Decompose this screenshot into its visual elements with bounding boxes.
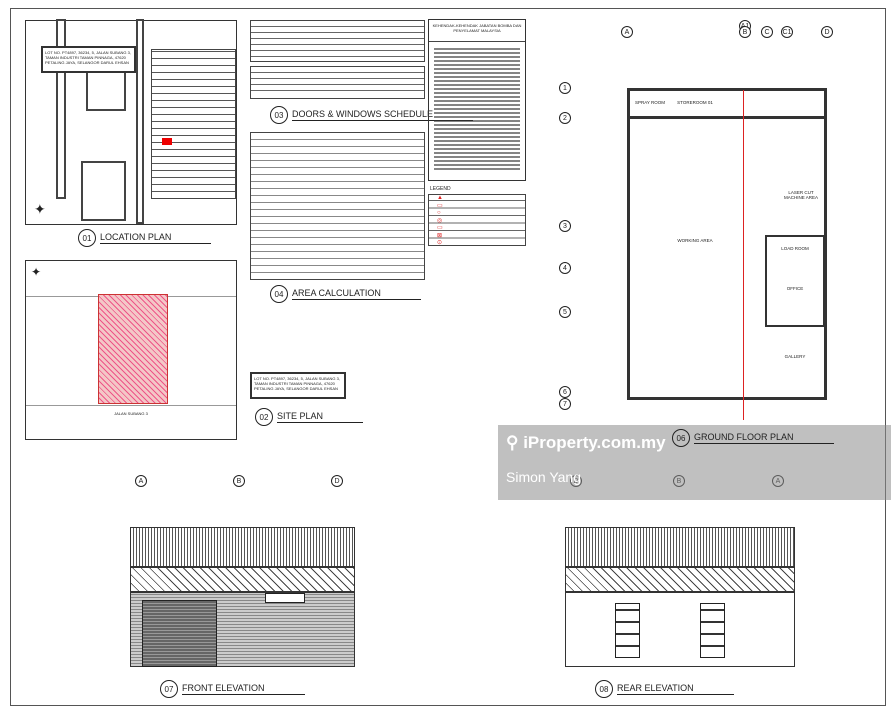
title-text: SITE PLAN [277,411,364,423]
grid-bubble: D [331,475,343,487]
grid-bubble: A [621,26,633,38]
legend-table: ▲▭○◎▭⊠⊙ [428,194,526,246]
watermark-band: ⚲ iProperty.com.my Simon Yang [498,425,891,500]
drawing-number: 03 [270,106,288,124]
authority-notes: KEHENDAK-KEHENDAK JABATAN BOMBA DAN PENY… [428,19,526,181]
room-label: OFFICE [786,286,804,291]
title-text: GROUND FLOOR PLAN [694,432,834,444]
drawing-number: 04 [270,285,288,303]
title-text: REAR ELEVATION [617,683,734,695]
grid-bubble: B [233,475,245,487]
grid-bubble: 5 [559,306,571,318]
grid-bubble: B [739,26,751,38]
area-calculation-title: 04 AREA CALCULATION [270,285,421,303]
north-arrow-icon: ✦ [34,201,46,217]
rear-elevation: D B A [560,475,800,675]
site-plan: ✦ JALAN SUBANG 3 [25,260,237,440]
room-label: LASER CUT MACHINE AREA [783,190,818,200]
room-label: GALLERY [784,354,806,359]
ground-floor-plan: A A1 B C C1 D 1 2 3 4 5 6 7 SPRAY ROOM S… [559,20,885,440]
drawing-number: 06 [672,429,690,447]
grid-bubble: A [135,475,147,487]
grid-bubble: 4 [559,262,571,274]
drawing-frame [10,8,886,706]
drawing-number: 07 [160,680,178,698]
grid-bubble: 3 [559,220,571,232]
drawing-number: 08 [595,680,613,698]
site-marker [162,138,172,145]
watermark-brand: ⚲ iProperty.com.my [506,433,666,453]
grid-bubble: D [821,26,833,38]
grid-bubble: C1 [781,26,793,38]
room-label: WORKING AREA [677,238,713,243]
area-calculation-table [250,132,425,280]
location-pin-icon: ⚲ [506,433,519,452]
windows-schedule-table [250,66,425,99]
legend-title: LEGEND [430,186,451,192]
grid-bubble: 2 [559,112,571,124]
title-text: DOORS & WINDOWS SCHEDULE [292,109,474,121]
drawing-number: 01 [78,229,96,247]
title-text: FRONT ELEVATION [182,683,305,695]
rear-elevation-title: 08 REAR ELEVATION [595,680,734,698]
room-label: STOREROOM 01 [677,100,713,105]
location-plan-title: 01 LOCATION PLAN [78,229,212,247]
grid-bubble: C [761,26,773,38]
front-elevation-title: 07 FRONT ELEVATION [160,680,305,698]
site-plan-title: 02 SITE PLAN [255,408,364,426]
grid-bubble: 6 [559,386,571,398]
road-label: JALAN SUBANG 3 [114,411,148,416]
north-arrow-icon: ✦ [31,265,42,279]
grid-bubble: 7 [559,398,571,410]
notes-header: KEHENDAK-KEHENDAK JABATAN BOMBA DAN PENY… [429,20,525,42]
title-text: AREA CALCULATION [292,288,421,300]
brand-text: iProperty.com.my [523,433,666,452]
location-plan: ✦ LOT NO. PT4897, 36234, 5, JALAN SUBANG… [25,19,237,225]
lot-address-callout: LOT NO. PT4897, 36234, 5, JALAN SUBANG 3… [250,372,346,399]
lot-address-callout: LOT NO. PT4897, 36234, 5, JALAN SUBANG 3… [41,46,136,73]
schedule-title: 03 DOORS & WINDOWS SCHEDULE [270,106,474,124]
grid-bubble: 1 [559,82,571,94]
ground-floor-plan-title: 06 GROUND FLOOR PLAN [672,429,834,447]
watermark-agent: Simon Yang [506,469,581,485]
drawing-number: 02 [255,408,273,426]
room-label: LOAD ROOM [781,246,809,251]
front-elevation: A B D [125,475,365,675]
doors-schedule-table [250,20,425,62]
title-text: LOCATION PLAN [100,232,212,244]
room-label: SPRAY ROOM [634,100,666,105]
